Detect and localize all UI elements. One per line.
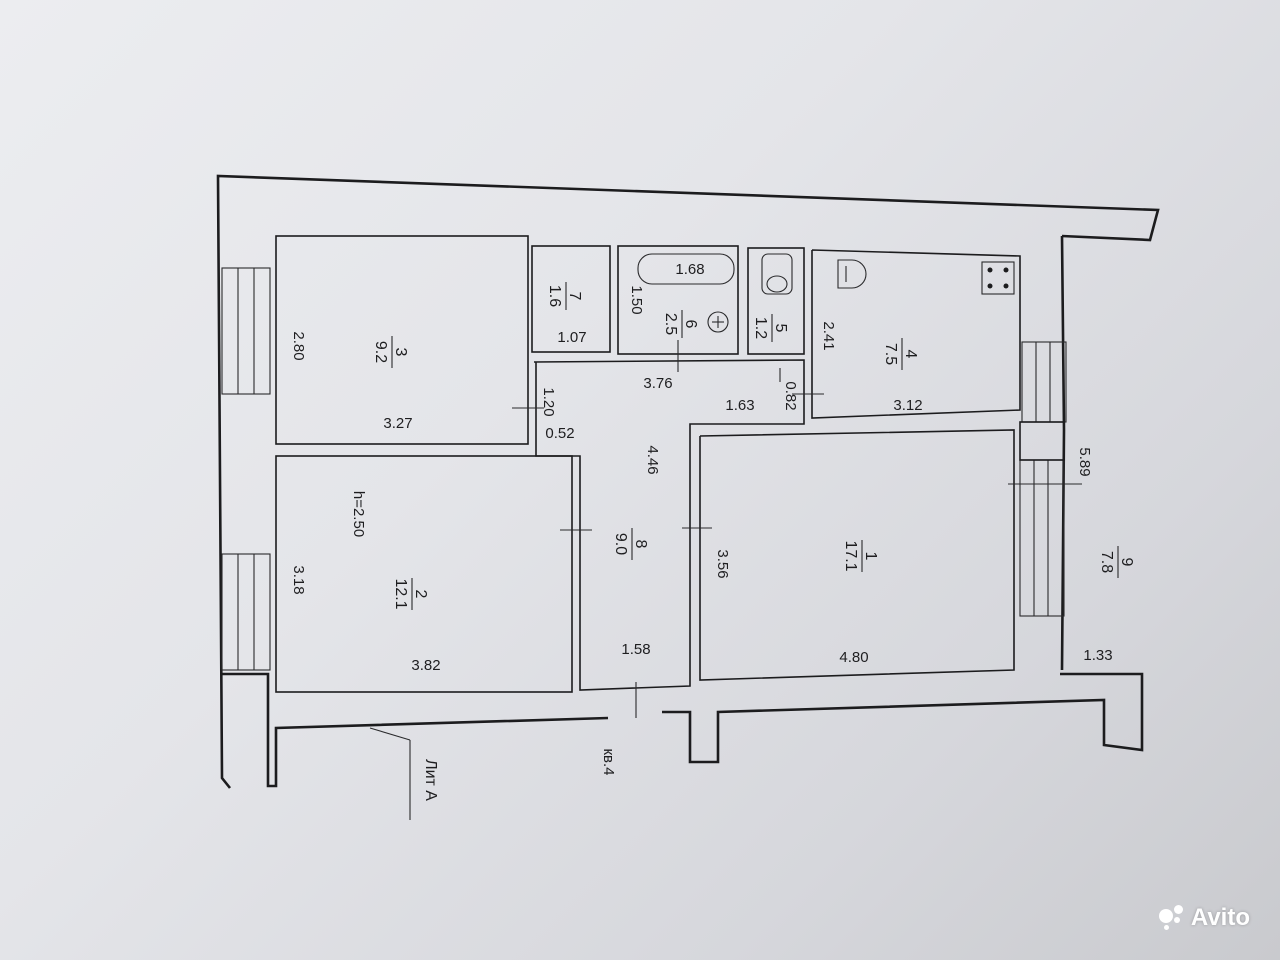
sink-icon bbox=[707, 311, 729, 333]
room-2-outline bbox=[275, 455, 573, 693]
toilet-icon bbox=[761, 253, 793, 295]
room-2-label: 2 bbox=[412, 590, 429, 599]
dim-1-20: 1.20 bbox=[540, 387, 557, 416]
kitchen-sink-icon bbox=[837, 259, 867, 289]
room-8-area: 9.0 bbox=[612, 533, 629, 555]
dim-3-56: 3.56 bbox=[714, 549, 731, 578]
room-7-outline bbox=[531, 245, 611, 353]
watermark-text: Avito bbox=[1190, 904, 1250, 931]
room-4-outline bbox=[811, 249, 1021, 419]
outer-wall-bottom bbox=[222, 672, 609, 788]
room-5-outline bbox=[747, 247, 805, 355]
window-left-top bbox=[221, 267, 271, 395]
room-8-label: 8 bbox=[632, 540, 649, 549]
room-7-label: 7 bbox=[566, 292, 583, 301]
room-3-area: 9.2 bbox=[372, 341, 389, 363]
stove-icon bbox=[981, 261, 1015, 295]
room-1-label: 1 bbox=[862, 552, 879, 561]
room-6-label: 6 bbox=[682, 320, 699, 329]
avito-logo-icon bbox=[1158, 905, 1185, 931]
room-6-area: 2.5 bbox=[662, 313, 679, 335]
dim-0-52: 0.52 bbox=[545, 425, 574, 442]
dim-4-80: 4.80 bbox=[839, 649, 868, 666]
dim-1-33: 1.33 bbox=[1083, 647, 1112, 664]
pillar-right bbox=[1019, 421, 1065, 461]
room-9-area: 7.8 bbox=[1098, 551, 1115, 573]
room-5-label: 5 bbox=[772, 324, 789, 333]
ceiling-height-label: h=2.50 bbox=[350, 491, 367, 537]
room-3-outline bbox=[275, 235, 529, 445]
room-2-area: 12.1 bbox=[392, 578, 409, 609]
outer-wall-bottom-right bbox=[662, 672, 1144, 764]
room-3-label: 3 bbox=[392, 348, 409, 357]
door-marks bbox=[512, 340, 1082, 718]
avito-watermark: Avito bbox=[1158, 904, 1250, 932]
dim-1-68: 1.68 bbox=[675, 261, 704, 278]
window-right-top bbox=[1021, 341, 1067, 423]
dim-5-89: 5.89 bbox=[1076, 447, 1093, 476]
room-1-outline bbox=[699, 429, 1015, 681]
room-7-area: 1.6 bbox=[546, 285, 563, 307]
dim-3-82: 3.82 bbox=[411, 657, 440, 674]
building-leader-line bbox=[369, 727, 411, 741]
room-4-label: 4 bbox=[902, 350, 919, 359]
dimension-labels: 2.80 3.27 3.18 3.82 1.07 1.50 1.20 0.52 … bbox=[290, 261, 1113, 801]
dim-4-46: 4.46 bbox=[644, 445, 661, 474]
window-left-bottom bbox=[221, 553, 271, 671]
outer-wall bbox=[216, 174, 1160, 789]
building-label: Лит А bbox=[422, 759, 439, 801]
dim-3-12: 3.12 bbox=[893, 397, 922, 414]
room-4-area: 7.5 bbox=[882, 343, 899, 365]
dim-1-58: 1.58 bbox=[621, 641, 650, 658]
bathtub-icon bbox=[637, 253, 735, 285]
unit-label: кв.4 bbox=[600, 748, 617, 775]
window-right-bottom bbox=[1019, 459, 1065, 617]
dim-0-82: 0.82 bbox=[782, 381, 799, 410]
dim-2-41: 2.41 bbox=[820, 321, 837, 350]
dim-2-80: 2.80 bbox=[290, 331, 307, 360]
dim-3-27: 3.27 bbox=[383, 415, 412, 432]
room-9-label: 9 bbox=[1118, 558, 1135, 567]
dim-1-63: 1.63 bbox=[725, 397, 754, 414]
room-1-area: 17.1 bbox=[842, 540, 859, 571]
hall-8-outline bbox=[533, 359, 805, 691]
dim-3-76: 3.76 bbox=[643, 375, 672, 392]
dim-3-18: 3.18 bbox=[290, 565, 307, 594]
room-5-area: 1.2 bbox=[752, 317, 769, 339]
dim-1-07: 1.07 bbox=[557, 329, 586, 346]
dim-1-50: 1.50 bbox=[628, 285, 645, 314]
room-labels: 1 17.1 2 12.1 3 9.2 4 7.5 5 1.2 6 2.5 bbox=[372, 282, 1135, 610]
